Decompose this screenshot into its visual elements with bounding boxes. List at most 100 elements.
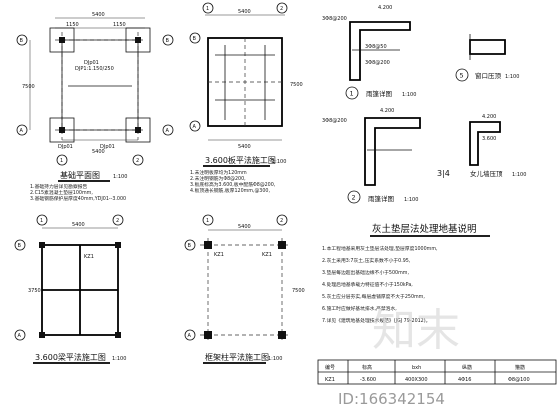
frame-axis-a: A bbox=[188, 333, 192, 339]
watermark: 知末 ID:166342154 bbox=[338, 305, 460, 408]
table-cell-3: 400X300 bbox=[405, 377, 428, 383]
parapet-elev1: 4.200 bbox=[482, 114, 496, 120]
window-scale: 1:100 bbox=[505, 74, 519, 80]
footing-label-a: DJp01 bbox=[84, 60, 99, 66]
slab-title: 3.600板平法施工图 bbox=[205, 155, 276, 165]
canopy1-bar: 3Φ8@200 bbox=[322, 16, 347, 22]
table-cell-2: -3.600 bbox=[360, 377, 376, 383]
dim-top: 5400 bbox=[92, 12, 105, 18]
frame-scale: 1:100 bbox=[268, 356, 282, 362]
soil-note-4: 4.处理后地基承载力特征值不小于150kPa, bbox=[322, 281, 413, 288]
frame-axis-2: 2 bbox=[280, 218, 283, 224]
parapet-elev2: 3.600 bbox=[482, 136, 496, 142]
frame-column-plan: 1 2 5400 KZ1 KZ1 B A 7500 框架柱平法施工图 1:100 bbox=[184, 214, 305, 364]
footing-label-b: DJp01 bbox=[100, 144, 115, 150]
foundation-note-1: 1.基础持力层详见勘察报告 bbox=[30, 183, 88, 190]
soil-note-2: 2.灰土采用3:7灰土,压实系数不小于0.95, bbox=[322, 257, 411, 264]
canopy1-bar3: 3Φ8@200 bbox=[365, 60, 390, 66]
beam-axis-2: 2 bbox=[116, 218, 119, 224]
dim-bottom: 5400 bbox=[92, 149, 105, 155]
slab-note-1: 1.未注明板厚均为120mm bbox=[190, 169, 247, 176]
canopy2-scale: 1:100 bbox=[404, 197, 418, 203]
parapet-title: 女儿墙压顶 bbox=[470, 169, 503, 178]
foundation-scale: 1:100 bbox=[113, 174, 127, 180]
slab-axis-b: B bbox=[193, 36, 197, 42]
table-cell-1: KZ1 bbox=[325, 377, 335, 383]
table-cell-5: Φ8@100 bbox=[508, 377, 530, 383]
beam-scale: 1:100 bbox=[112, 356, 126, 362]
beam-tag: KZ1 bbox=[84, 254, 94, 260]
parapet-scale: 1:100 bbox=[512, 172, 526, 178]
beam-axis-a: A bbox=[18, 333, 22, 339]
watermark-id: ID:166342154 bbox=[338, 390, 445, 408]
slab-axis-2: 2 bbox=[280, 6, 283, 12]
canopy-detail-1: 4.200 3Φ8@200 3Φ8@50 3Φ8@200 1 雨篷详图 1:10… bbox=[322, 5, 416, 100]
canopy1-elev: 4.200 bbox=[378, 5, 392, 11]
canopy2-bar: 3Φ8@200 bbox=[322, 118, 347, 124]
slab-axis-1: 1 bbox=[206, 6, 209, 12]
window-detail: 5 窗口压顶 1:100 bbox=[455, 34, 519, 82]
canopy2-elev: 4.200 bbox=[380, 108, 394, 114]
soil-note-7: 7.详见《建筑地基处理技术规范》(JGJ 79-2012)。 bbox=[322, 317, 430, 324]
soil-note-5: 5.灰土应分层夯实,每层虚铺厚度不大于250mm, bbox=[322, 293, 425, 300]
slab-note-3: 3.板底标高为3.600,板中配筋Φ8@200, bbox=[190, 181, 276, 188]
canopy1-bar2: 3Φ8@50 bbox=[365, 44, 387, 50]
frame-axis-b: B bbox=[188, 243, 192, 249]
watermark-brand: 知末 bbox=[372, 305, 460, 356]
footing-tag: DJP1:1.150/250 bbox=[75, 66, 114, 72]
foundation-title: 基础平面图 bbox=[60, 170, 100, 180]
frame-col-label-1: KZ1 bbox=[214, 252, 224, 258]
dim-top-left: 1150 bbox=[66, 22, 79, 28]
frame-col-label-2: KZ1 bbox=[262, 252, 272, 258]
parapet-number: 3|4 bbox=[437, 169, 450, 178]
foundation-plan: 5400 1150 1150 DJP1:1.150/250 DJp01 DJp0… bbox=[16, 12, 174, 202]
parapet-detail: 4.200 3.600 3|4 女儿墙压顶 1:100 bbox=[437, 114, 526, 178]
slab-note-4: 4.板顶通长钢筋,板厚120mm,@300, bbox=[190, 187, 270, 194]
window-title: 窗口压顶 bbox=[475, 71, 502, 80]
foundation-note-3: 3.基础钢筋保护层厚度40mm,YDJ01--3.000 bbox=[30, 195, 126, 202]
canopy2-title: 雨篷详图 bbox=[368, 194, 394, 203]
canopy1-scale: 1:100 bbox=[402, 92, 416, 98]
frame-title: 框架柱平法施工图 bbox=[205, 352, 269, 362]
soil-notes: 灰土垫层法处理地基说明 1.本工程地基采用灰土垫层法处理,垫层厚度1000mm,… bbox=[322, 223, 490, 324]
slab-dim-right: 7500 bbox=[290, 82, 303, 88]
slab-scale: 1:100 bbox=[272, 159, 286, 165]
axis-1-bubble: 1 bbox=[60, 158, 63, 164]
axis-2-bubble: 2 bbox=[136, 158, 139, 164]
dim-left: 7500 bbox=[22, 84, 35, 90]
beam-dim-left: 3750 bbox=[28, 288, 41, 294]
soil-note-6: 6.施工时应做好基坑排水,严禁泡水, bbox=[322, 305, 397, 312]
canopy1-number: 1 bbox=[350, 90, 354, 98]
column-table: 编号 标高 bxh 纵筋 箍筋 KZ1 -3.600 400X300 4Φ16 … bbox=[317, 359, 557, 385]
slab-note-2: 2.未注明钢筋为Φ8@200, bbox=[190, 175, 246, 182]
slab-dim-top: 5400 bbox=[238, 9, 251, 15]
axis-b-bubble-right: B bbox=[166, 38, 170, 44]
axis-a-bubble-right: A bbox=[166, 128, 170, 134]
soil-note-1: 1.本工程地基采用灰土垫层法处理,垫层厚度1000mm, bbox=[322, 245, 438, 252]
canopy1-title: 雨篷详图 bbox=[366, 89, 392, 98]
footing-label-c: DJp01 bbox=[58, 144, 73, 150]
soil-title: 灰土垫层法处理地基说明 bbox=[372, 223, 477, 235]
beam-plan: 1 2 5400 KZ1 B A 3750 3.600梁平法施工图 1:100 bbox=[14, 214, 126, 364]
frame-dim-top: 5400 bbox=[238, 224, 251, 230]
slab-axis-a: A bbox=[193, 124, 197, 130]
table-header-5: 箍筋 bbox=[515, 364, 525, 371]
window-number: 5 bbox=[460, 72, 464, 80]
beam-title: 3.600梁平法施工图 bbox=[35, 352, 106, 362]
table-header-3: bxh bbox=[412, 365, 421, 371]
canopy2-number: 2 bbox=[352, 194, 356, 202]
axis-a-bubble: A bbox=[20, 128, 24, 134]
foundation-note-2: 2.C15素混凝土垫层100mm, bbox=[30, 189, 93, 196]
canopy-detail-2: 4.200 3Φ8@200 2 雨篷详图 1:100 bbox=[322, 108, 421, 204]
table-header-4: 纵筋 bbox=[462, 364, 472, 371]
table-cell-4: 4Φ16 bbox=[458, 377, 471, 383]
axis-b-bubble: B bbox=[20, 38, 24, 44]
slab-plan: 5400 1 2 B A 5400 7500 3.600板平法施工图 1:100… bbox=[189, 2, 303, 194]
slab-dim-bottom: 5400 bbox=[238, 144, 251, 150]
frame-axis-1: 1 bbox=[206, 218, 209, 224]
table-header-1: 编号 bbox=[325, 364, 335, 371]
beam-axis-b: B bbox=[18, 243, 22, 249]
dim-top-right: 1150 bbox=[113, 22, 126, 28]
frame-dim-right: 7500 bbox=[292, 288, 305, 294]
